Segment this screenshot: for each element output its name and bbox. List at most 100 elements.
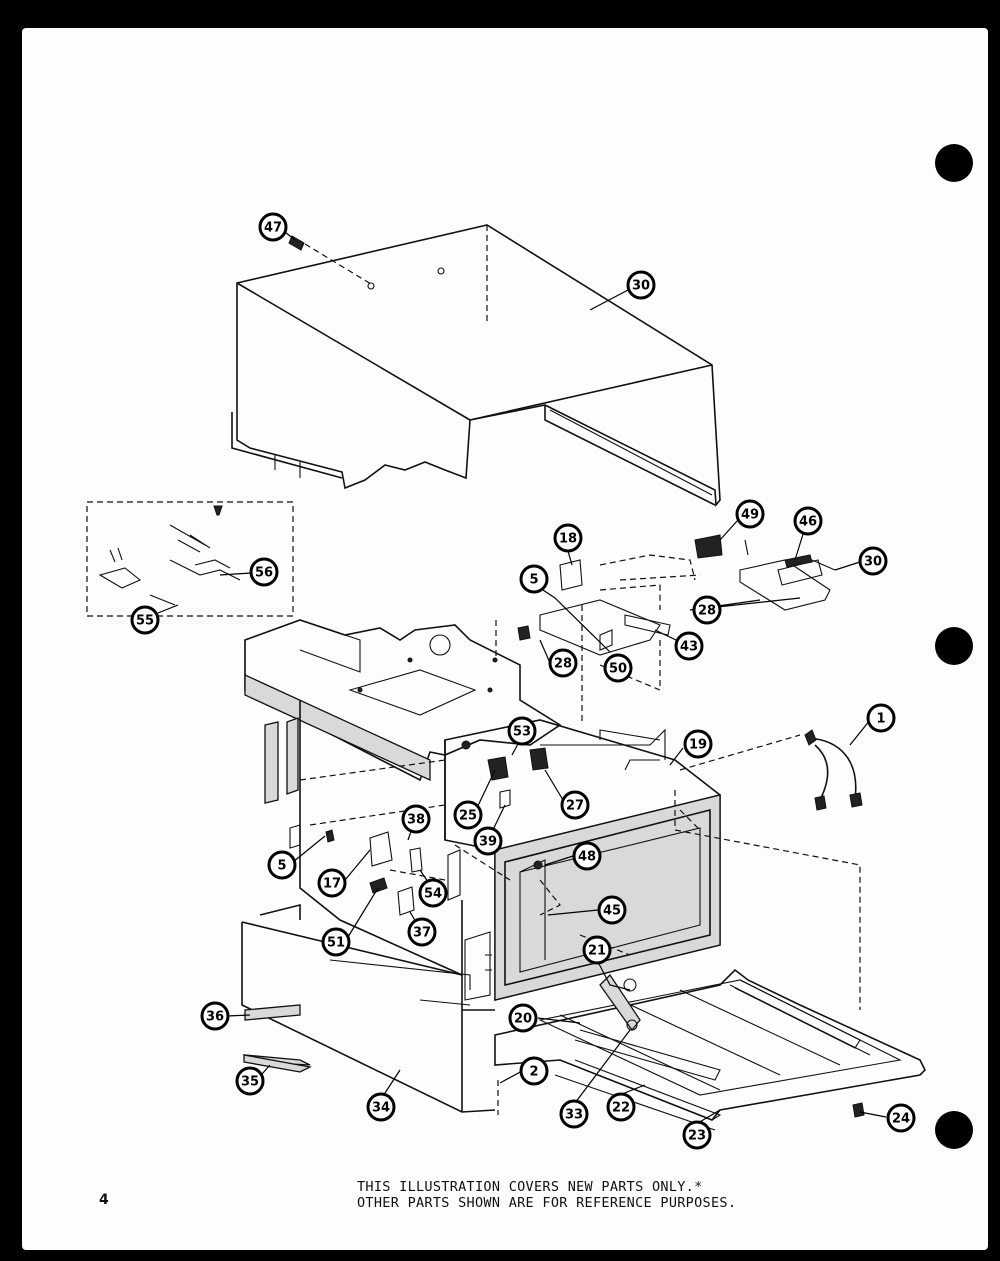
callout-33: 33	[559, 1099, 589, 1129]
callout-label: 1	[876, 712, 885, 727]
chassis-side-wall	[264, 700, 463, 977]
callout-circle	[453, 800, 483, 830]
callout-20: 20	[508, 1003, 538, 1033]
callout-label: 37	[413, 926, 431, 941]
callout-circle	[682, 1120, 712, 1150]
callout-37: 37	[407, 917, 437, 947]
callout-circle	[866, 703, 896, 733]
chassis-top-plate	[244, 619, 562, 782]
callout-24: 24	[886, 1103, 916, 1133]
callout-36: 36	[200, 1001, 230, 1031]
callout-circle	[519, 564, 549, 594]
callout-39: 39	[473, 826, 503, 856]
callout-label: 25	[459, 809, 477, 824]
callout-1: 1	[866, 703, 896, 733]
bottom-tray	[241, 903, 926, 1131]
callout-53: 53	[507, 716, 537, 746]
callout-circle	[603, 653, 633, 683]
callout-43: 43	[674, 631, 704, 661]
callout-30: 30	[626, 270, 656, 300]
control-bracket-parts	[517, 534, 836, 656]
screw-icon	[288, 235, 305, 251]
callout-25: 25	[453, 800, 483, 830]
callout-label: 22	[612, 1101, 630, 1116]
callout-19: 19	[683, 729, 713, 759]
outer-cover	[231, 224, 721, 508]
callout-circle	[793, 506, 823, 536]
callout-27: 27	[560, 790, 590, 820]
callout-label: 45	[603, 904, 621, 919]
callout-28: 28	[548, 648, 578, 678]
callout-circle	[735, 499, 765, 529]
callout-circle	[200, 1001, 230, 1031]
callout-circle	[321, 927, 351, 957]
callout-label: 30	[632, 279, 650, 294]
footnote-line-2: OTHER PARTS SHOWN ARE FOR REFERENCE PURP…	[357, 1195, 737, 1211]
callout-51: 51	[321, 927, 351, 957]
callout-label: 5	[277, 859, 286, 874]
callout-21: 21	[582, 935, 612, 965]
callout-50: 50	[603, 653, 633, 683]
callout-5: 5	[519, 564, 549, 594]
callout-46: 46	[793, 506, 823, 536]
callout-label: 51	[327, 936, 345, 951]
callout-circle	[886, 1103, 916, 1133]
callout-label: 43	[680, 640, 698, 655]
callout-label: 56	[255, 566, 273, 581]
callout-47: 47	[258, 212, 288, 242]
callout-circle	[560, 790, 590, 820]
footnote: THIS ILLUSTRATION COVERS NEW PARTS ONLY.…	[357, 1179, 736, 1211]
callout-label: 48	[578, 850, 596, 865]
callout-38: 38	[401, 804, 431, 834]
callout-label: 46	[799, 515, 817, 530]
callout-label: 19	[689, 738, 707, 753]
callout-17: 17	[317, 868, 347, 898]
callout-label: 47	[264, 221, 282, 236]
callout-circle	[258, 212, 288, 242]
callout-circle	[553, 523, 583, 553]
page-sheet	[22, 28, 988, 1250]
callout-label: 34	[372, 1101, 390, 1116]
callout-circle	[473, 826, 503, 856]
callout-label: 27	[566, 799, 584, 814]
callout-circle	[366, 1092, 396, 1122]
callout-28: 28	[692, 595, 722, 625]
callout-circle	[858, 546, 888, 576]
callout-label: 2	[529, 1065, 538, 1080]
callout-circle	[317, 868, 347, 898]
callout-circle	[626, 270, 656, 300]
punch-hole	[935, 144, 973, 182]
callout-label: 24	[892, 1112, 910, 1127]
callout-circle	[683, 729, 713, 759]
footnote-line-1: THIS ILLUSTRATION COVERS NEW PARTS ONLY.…	[357, 1179, 703, 1195]
callout-5: 5	[267, 850, 297, 880]
optional-kit-box	[86, 501, 294, 617]
callout-label: 18	[559, 532, 577, 547]
callout-55: 55	[130, 605, 160, 635]
callout-label: 5	[529, 573, 538, 588]
callout-circle	[267, 850, 297, 880]
callout-label: 49	[741, 508, 759, 523]
callout-circle	[249, 557, 279, 587]
callout-49: 49	[735, 499, 765, 529]
callout-34: 34	[366, 1092, 396, 1122]
callout-circle	[508, 1003, 538, 1033]
callout-label: 35	[241, 1075, 259, 1090]
callout-circle	[606, 1092, 636, 1122]
callout-18: 18	[553, 523, 583, 553]
callout-label: 50	[609, 662, 627, 677]
callout-circle	[597, 895, 627, 925]
callout-circle	[674, 631, 704, 661]
callout-label: 23	[688, 1129, 706, 1144]
callout-54: 54	[418, 878, 448, 908]
callout-circle	[130, 605, 160, 635]
callout-circle	[235, 1066, 265, 1096]
callout-circle	[559, 1099, 589, 1129]
callout-35: 35	[235, 1066, 265, 1096]
callout-23: 23	[682, 1120, 712, 1150]
callout-label: 36	[206, 1010, 224, 1025]
callout-circle	[407, 917, 437, 947]
page-number: 4	[99, 1192, 109, 1208]
